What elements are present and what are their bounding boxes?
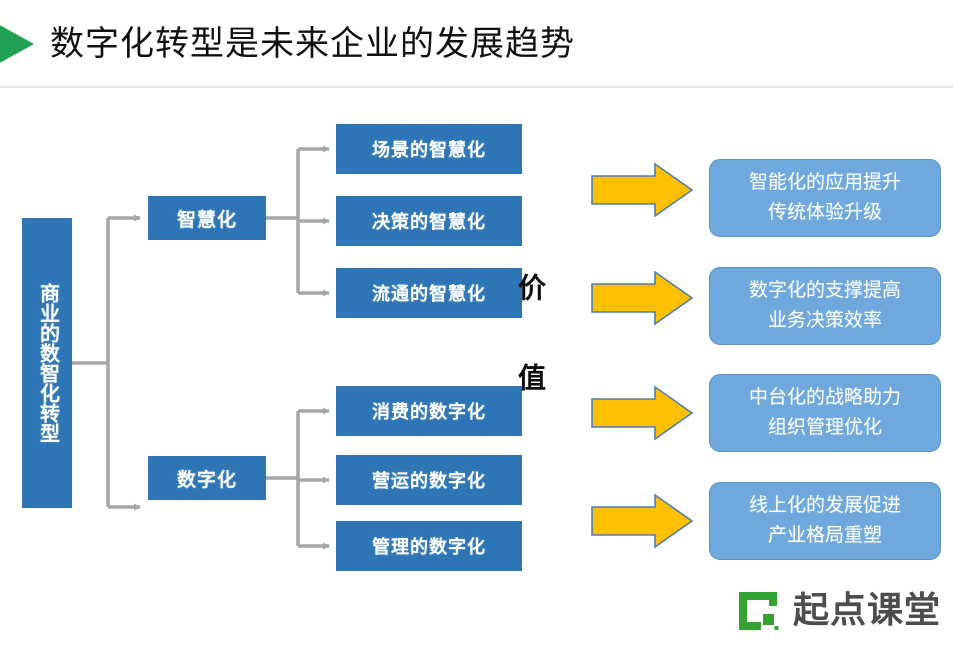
green-triangle-bullet-icon xyxy=(0,22,34,66)
branch-node-digitalization[interactable]: 数字化 xyxy=(148,456,266,500)
leaf-node-decision-intelligence[interactable]: 决策的智慧化 xyxy=(336,196,522,246)
value-axis-label: 价值 xyxy=(515,273,546,453)
qidian-bracket-logo-icon xyxy=(739,592,779,630)
branch-node-intelligence[interactable]: 智慧化 xyxy=(148,196,266,240)
slide-header xyxy=(0,0,953,88)
brand-logo: 起点课堂 xyxy=(737,586,943,636)
outcome-card-4[interactable]: 线上化的发展促进 产业格局重塑 xyxy=(709,482,941,560)
leaf-node-consumption-digitalization[interactable]: 消费的数字化 xyxy=(336,386,522,436)
value-arrow-2 xyxy=(591,270,694,326)
outcome-card-4-line1: 线上化的发展促进 xyxy=(748,495,901,516)
leaf-node-management-digitalization[interactable]: 管理的数字化 xyxy=(336,521,522,571)
outcome-card-3-line1: 中台化的战略助力 xyxy=(748,387,901,408)
outcome-card-3[interactable]: 中台化的战略助力 组织管理优化 xyxy=(709,374,941,452)
outcome-card-4-line2: 产业格局重塑 xyxy=(767,525,882,546)
outcome-card-2-line1: 数字化的支撑提高 xyxy=(748,280,901,301)
value-arrow-4 xyxy=(591,493,694,549)
outcome-card-3-line2: 组织管理优化 xyxy=(767,417,882,438)
leaf-node-operation-digitalization[interactable]: 营运的数字化 xyxy=(336,455,522,505)
outcome-card-2[interactable]: 数字化的支撑提高 业务决策效率 xyxy=(709,267,941,345)
page-title: 数字化转型是未来企业的发展趋势 xyxy=(50,25,575,63)
leaf-node-scene-intelligence[interactable]: 场景的智慧化 xyxy=(336,124,522,174)
outcome-card-2-line2: 业务决策效率 xyxy=(767,310,882,331)
root-node-business-digital-transformation[interactable]: 商业的数智化转型 xyxy=(22,218,72,508)
value-arrow-1 xyxy=(591,162,694,218)
outcome-card-1-line2: 传统体验升级 xyxy=(767,202,882,223)
brand-logo-text: 起点课堂 xyxy=(793,589,942,630)
value-arrow-3 xyxy=(591,385,694,441)
outcome-card-1-line1: 智能化的应用提升 xyxy=(748,172,901,193)
outcome-card-1[interactable]: 智能化的应用提升 传统体验升级 xyxy=(709,159,941,237)
leaf-node-circulation-intelligence[interactable]: 流通的智慧化 xyxy=(336,268,522,318)
